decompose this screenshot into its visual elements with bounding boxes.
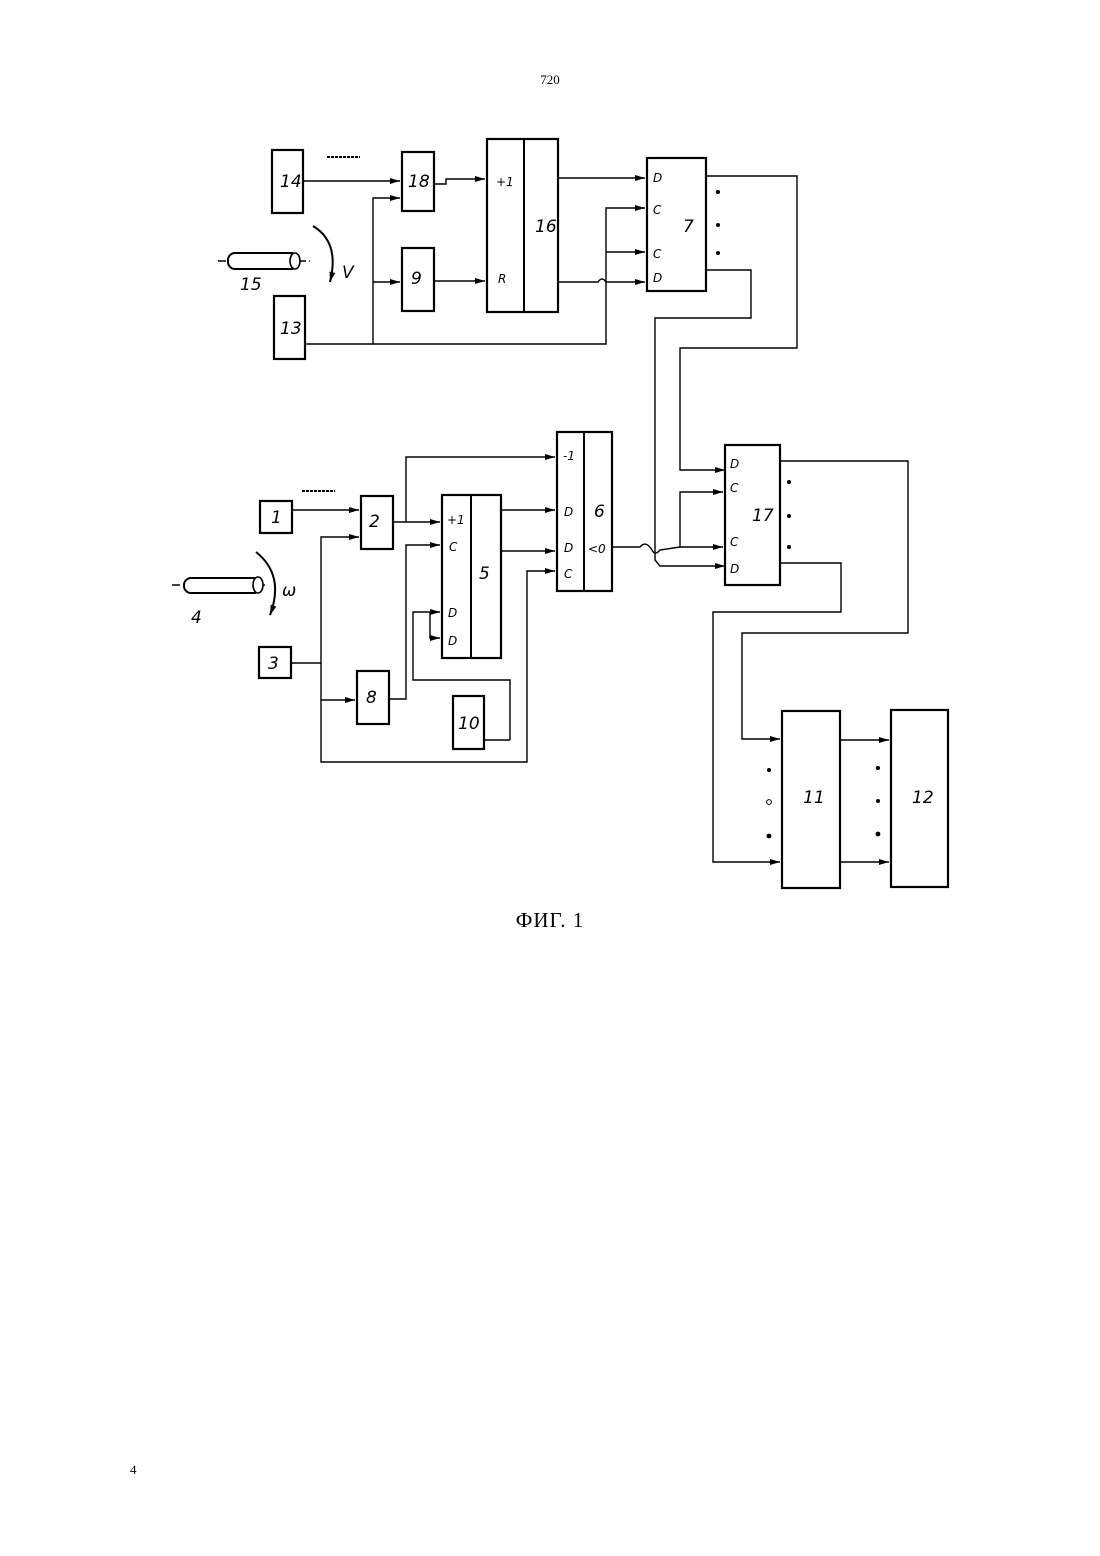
shaft-15-label: 15 [240,275,262,295]
block-9-label: 9 [411,269,422,289]
block-1-label: 1 [271,508,282,528]
block-8-label: 8 [366,688,377,708]
block-7-pin-c1: C [653,203,662,217]
block-6-pin-d2: D [564,541,573,555]
block-14-label: 14 [280,172,302,192]
block-16-label: 16 [535,217,557,237]
block-7-output-dot [716,190,720,194]
block-6-label: 6 [594,502,605,522]
shaft-4 [172,577,268,593]
block-5-label: 5 [479,564,490,584]
block-16-pin-plus: +1 [496,175,514,189]
block-7-pin-d1: D [653,171,662,185]
block-17-output-dot [787,480,791,484]
block-12-input-dot [876,766,880,770]
block-diagram: 14 18 9 13 15 V +1 R 16 D C C D 7 1 [0,0,1100,1000]
block-17-pin-c2: C [730,535,739,549]
block-13-label: 13 [280,319,302,339]
block-7-output-dot [716,251,720,255]
block-18-label: 18 [408,172,430,192]
block-5-pin-plus: +1 [447,513,465,527]
block-17-pin-c1: C [730,481,739,495]
block-6-pin-minus: -1 [563,449,575,463]
block-3-label: 3 [268,654,279,674]
block-11-input-dot [767,800,772,805]
block-5-pin-c: C [449,540,458,554]
block-7-pin-d2: D [653,271,662,285]
shaft-4-label: 4 [191,608,202,628]
block-10-label: 10 [458,714,480,734]
block-12-input-dot [876,832,881,837]
block-6-pin-c: C [564,567,573,581]
block-11-label: 11 [803,788,825,808]
block-6-pin-zero: <0 [588,542,606,556]
block-12-input-dot [876,799,880,803]
rotation-arrow-v [313,226,333,282]
block-16-pin-reset: R [498,272,506,286]
block-17-pin-d1: D [730,457,739,471]
block-12-label: 12 [912,788,934,808]
block-17-pin-d2: D [730,562,739,576]
block-17-output-dot [787,545,791,549]
page-number-bottom: 4 [130,1462,137,1478]
block-11-input-dot [767,834,772,839]
block-6-pin-d1: D [564,505,573,519]
velocity-symbol: V [342,263,355,283]
angular-symbol: ω [282,581,296,601]
block-11-input-dot [767,768,771,772]
figure-caption: ФИГ. 1 [0,908,1100,933]
block-17-label: 17 [752,506,774,526]
block-2-label: 2 [369,512,380,532]
block-5-pin-d2: D [448,634,457,648]
block-7-output-dot [716,223,720,227]
block-17-output-dot [787,514,791,518]
block-7-label: 7 [683,217,694,237]
block-5-pin-d1: D [448,606,457,620]
block-7-pin-c2: C [653,247,662,261]
shaft-15 [218,253,310,269]
